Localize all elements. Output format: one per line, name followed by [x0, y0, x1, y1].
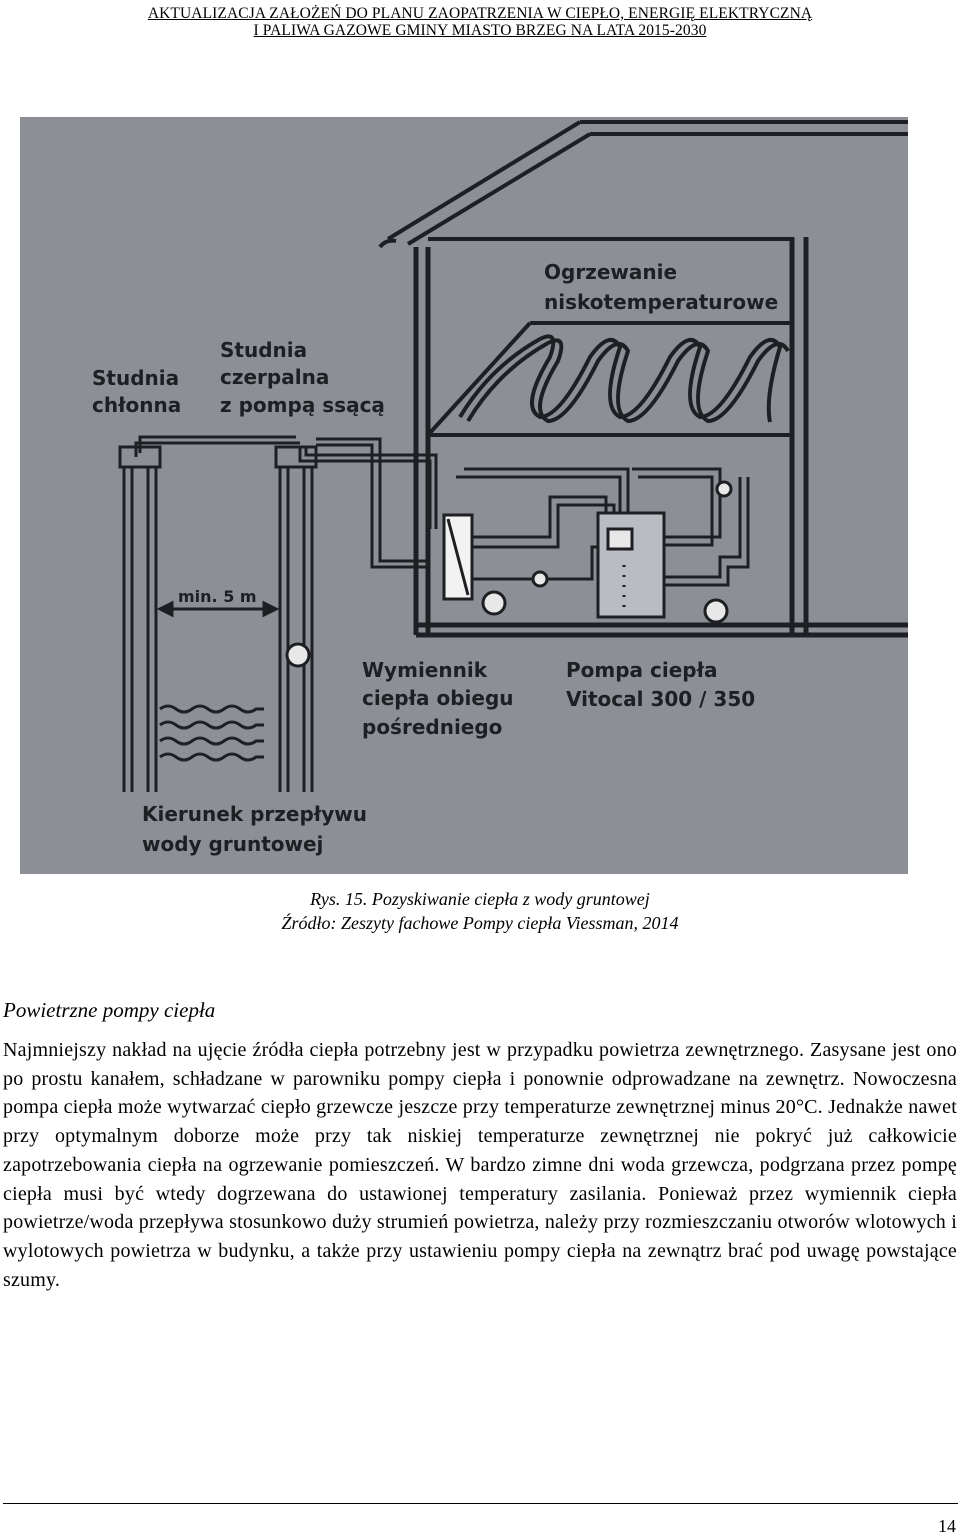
label-studnia-czerpalna-2: czerpalna: [220, 365, 329, 389]
document-header-line-2: I PALIWA GAZOWE GMINY MIASTO BRZEG NA LA…: [253, 22, 707, 39]
label-kierunek-1: Kierunek przepływu: [142, 802, 367, 826]
well-pipes: [134, 435, 438, 569]
floor-heating: [426, 321, 794, 437]
label-wymiennik-2: ciepła obiegu: [362, 686, 514, 710]
label-wymiennik-1: Wymiennik: [362, 658, 488, 682]
heat-pump-unit: [596, 511, 666, 619]
label-ogrzewanie-1: Ogrzewanie: [544, 260, 677, 284]
page-number: 14: [938, 1516, 956, 1536]
label-pompa-2: Vitocal 300 / 350: [566, 687, 755, 711]
label-min-distance: min. 5 m: [178, 587, 257, 606]
groundwater-flow-arrows: [159, 704, 264, 762]
footer-divider: [3, 1503, 958, 1504]
label-studnia-chlonna-1: Studnia: [92, 366, 179, 390]
document-header-line-1: AKTUALIZACJA ZAŁOŻEŃ DO PLANU ZAOPATRZEN…: [147, 5, 813, 22]
figure-caption: Rys. 15. Pozyskiwanie ciepła z wody grun…: [310, 889, 650, 909]
label-wymiennik-3: pośredniego: [362, 715, 502, 739]
section-body-paragraph: Najmniejszy nakład na ujęcie źródła ciep…: [3, 1039, 957, 1291]
well-absorption: [118, 445, 162, 792]
well-extraction: [274, 445, 318, 792]
heat-exchanger: [442, 513, 474, 601]
house-roof: [378, 120, 908, 249]
distance-arrow: [156, 600, 280, 618]
figure-diagram: Studnia chłonna Studnia czerpalna z pomp…: [92, 120, 908, 856]
section-title: Powietrzne pompy ciepła: [3, 998, 216, 1022]
label-pompa-1: Pompa ciepła: [566, 658, 718, 682]
label-studnia-chlonna-2: chłonna: [92, 393, 181, 417]
groundwater-heat-pump-figure: Studnia chłonna Studnia czerpalna z pomp…: [20, 117, 908, 874]
label-kierunek-2: wody gruntowej: [142, 832, 323, 856]
label-studnia-czerpalna-1: Studnia: [220, 338, 307, 362]
label-ogrzewanie-2: niskotemperaturowe: [544, 290, 778, 314]
figure-source: Źródło: Zeszyty fachowe Pompy ciepła Vie…: [281, 913, 679, 933]
label-studnia-czerpalna-3: z pompą ssącą: [220, 393, 385, 417]
pumps: [481, 480, 733, 624]
